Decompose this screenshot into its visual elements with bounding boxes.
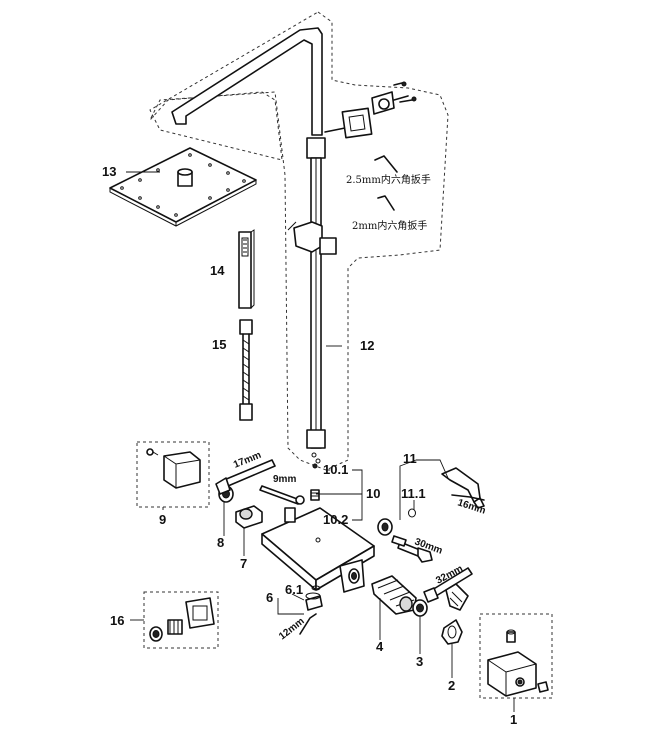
leader-lines: [126, 171, 515, 712]
callout-6-1: 6.1: [285, 582, 303, 597]
callout-10-1: 10.1: [323, 462, 348, 477]
callout-2: 2: [448, 678, 455, 693]
callout-6: 6: [266, 590, 273, 605]
cartridge-part-7: [235, 505, 263, 529]
callout-10: 10: [366, 486, 380, 501]
hex-key-16mm-icon: [451, 494, 485, 501]
callout-16: 16: [110, 613, 124, 628]
thermostat-cartridge-part-4: [371, 575, 417, 615]
cartridge-part-6: [305, 585, 323, 611]
callout-3: 3: [416, 654, 423, 669]
wall-bracket: [324, 81, 417, 139]
callout-7: 7: [240, 556, 247, 571]
callout-12: 12: [360, 338, 374, 353]
hex-key-12mm-icon: [299, 613, 317, 635]
hex-key-2mm-icon: [377, 195, 395, 211]
callout-13: 13: [102, 164, 116, 179]
ring-part-3: [412, 599, 428, 617]
callout-4: 4: [376, 639, 384, 654]
wrench-30mm-icon: [391, 535, 433, 563]
callout-8: 8: [217, 535, 224, 550]
hex-key-2.5mm-label: 2.5mm内六角扳手: [346, 173, 431, 186]
shower-column: [171, 27, 337, 464]
wrench-17mm-icon: [215, 459, 276, 495]
callout-11: 11: [403, 451, 417, 466]
wrench-9mm-label: 9mm: [273, 474, 296, 485]
overhead-shower-plate: [109, 147, 257, 227]
callout-11-1: 11.1: [401, 486, 426, 501]
diverter-box: [143, 591, 219, 649]
wrench-32mm-icon: [423, 567, 473, 611]
callout-1: 1: [510, 712, 517, 727]
shower-hose: [239, 319, 253, 421]
stop-ring-part-2: [441, 619, 463, 645]
handle-kit-box: [136, 441, 210, 508]
hand-shower: [238, 229, 255, 309]
callout-14: 14: [210, 263, 225, 278]
hex-key-2mm-label: 2mm内六角扳手: [352, 219, 427, 232]
temperature-handle-box: [479, 613, 553, 699]
hex-key-2.5mm-icon: [374, 155, 398, 173]
mixer-body: [261, 507, 375, 593]
lever-handle-part-11: [377, 467, 485, 536]
callout-15: 15: [212, 337, 226, 352]
wrench-9mm-icon: [259, 485, 305, 505]
callout-10-2: 10.2: [323, 512, 348, 527]
callout-9: 9: [159, 512, 166, 527]
